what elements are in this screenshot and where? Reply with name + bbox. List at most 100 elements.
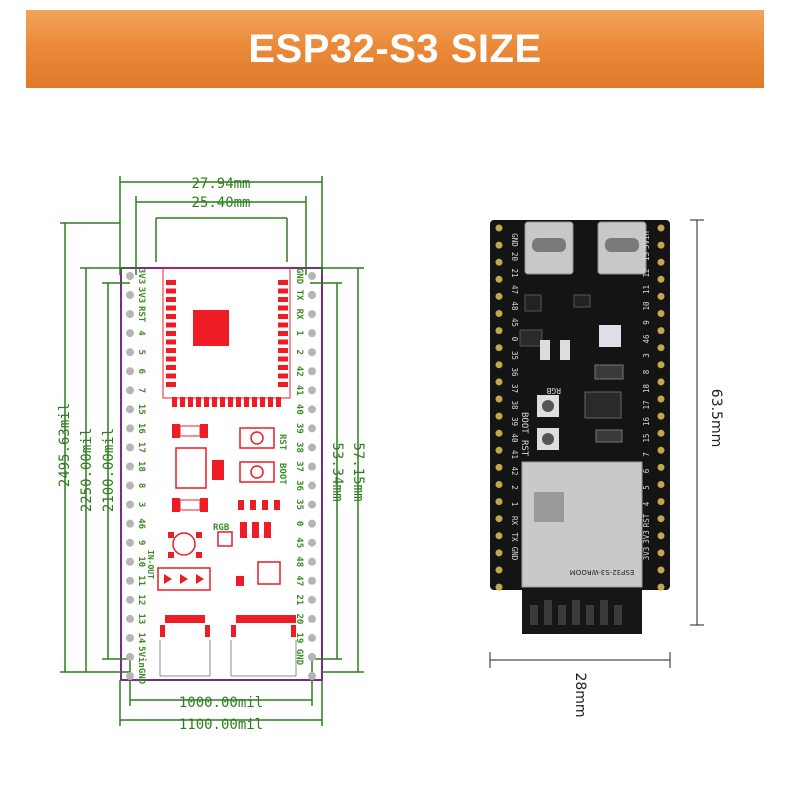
left-pin-label: 11 <box>136 575 146 586</box>
photo-pin-hole <box>657 361 665 369</box>
photo-silk-right-label: 3 <box>642 353 651 358</box>
right-pin-hole <box>308 595 316 604</box>
module-pads <box>166 280 288 407</box>
photo-silk-left-label: 35 <box>510 351 519 360</box>
module-ground-pad <box>193 310 229 346</box>
photo-pin-hole <box>657 395 665 403</box>
esp32-module <box>521 461 643 588</box>
left-pin-hole <box>126 443 134 452</box>
rgb-led <box>599 325 621 347</box>
photo-pin-hole <box>495 515 503 523</box>
photo-pin-hole <box>657 583 665 591</box>
photo-silk-left-label: 39 <box>510 417 519 426</box>
module-pad <box>278 288 288 294</box>
height-inner-mil-label: 2100.00mil <box>101 428 117 512</box>
height-outer-mil-label: 2495.63mil <box>57 403 73 487</box>
photo-pin-hole <box>495 310 503 317</box>
module-footprint <box>162 267 291 407</box>
module-pad <box>204 397 209 407</box>
photo-silk-left-label: 0 <box>510 337 519 342</box>
photo-pin-hole <box>495 412 503 420</box>
left-pin-hole <box>126 329 134 338</box>
left-pin-label: 3 <box>136 502 146 507</box>
left-pin-label: 17 <box>136 442 146 453</box>
photo-silk-right-label: 17 <box>642 400 651 409</box>
right-pin-hole <box>308 329 316 338</box>
module-pad <box>166 331 176 336</box>
right-pin-label: 36 <box>294 480 304 491</box>
right-pin-hole <box>308 443 316 452</box>
right-pin-hole <box>308 538 316 547</box>
right-pin-label: GND <box>294 649 304 666</box>
photo-pin-hole <box>495 378 503 386</box>
module-pad <box>166 322 176 328</box>
photo-silk-left-label: TX <box>510 532 519 542</box>
left-pin-hole <box>126 291 134 300</box>
right-pin-label: 21 <box>294 594 304 605</box>
top-width-dimensions <box>119 176 323 275</box>
left-pin-label: 4 <box>136 330 146 336</box>
right-pin-label: 42 <box>294 366 304 377</box>
left-pin-label: 9 <box>136 540 146 545</box>
photo-pin-hole <box>495 429 503 437</box>
photo-silk-left-label: 2 <box>510 485 519 490</box>
module-pad <box>228 397 233 407</box>
module-pad <box>278 314 288 319</box>
module-pad <box>166 365 176 370</box>
module-pad <box>278 348 288 353</box>
photo-dimensions <box>489 219 704 668</box>
left-pin-hole <box>126 538 134 547</box>
photo-silk-right-label: 10 <box>642 301 651 311</box>
right-pin-label: 1 <box>294 330 304 335</box>
right-pin-hole <box>308 348 316 357</box>
photo-silk-right-label: 9 <box>642 320 651 325</box>
module-pad <box>166 348 176 353</box>
right-pin-hole <box>308 405 316 414</box>
photo-silk-right-label: 11 <box>642 285 651 294</box>
module-pad <box>172 397 177 407</box>
photo-pin-hole <box>657 327 665 335</box>
photo-silk-left-label: 48 <box>510 301 519 311</box>
photo-silk-left-label: 21 <box>510 268 519 277</box>
photo-silk-right-label: 4 <box>642 501 651 506</box>
right-pin-hole <box>308 653 316 661</box>
photo-pin-holes <box>495 224 665 591</box>
photo-pin-hole <box>657 532 665 540</box>
right-pin-label: RX <box>294 309 304 320</box>
right-pin-label: 48 <box>294 556 304 567</box>
right-pin-hole <box>308 614 316 623</box>
module-pad <box>166 373 176 379</box>
photo-silk-right-label: 16 <box>642 417 651 427</box>
right-pin-hole <box>308 557 316 566</box>
right-pin-label: 0 <box>294 521 304 526</box>
right-pin-label: 20 <box>294 613 304 624</box>
board-photo: GND20214748450353637383940414221RXTXGND … <box>489 219 724 718</box>
right-pin-hole <box>308 500 316 509</box>
photo-silk-right-label: 12 <box>642 268 651 277</box>
module-pad <box>166 305 176 311</box>
height-mm-2-label: 57.15mm <box>350 442 366 501</box>
photo-pin-hole <box>657 481 665 488</box>
photo-silk-left-label: 38 <box>510 400 519 410</box>
module-pad <box>278 339 288 345</box>
photo-silk-right-label: 3V3 <box>642 547 651 561</box>
photo-pin-hole <box>657 310 665 317</box>
photo-silk-left-label: GND <box>510 547 519 561</box>
photo-pin-hole <box>657 498 665 506</box>
photo-silk-right-label: 5 <box>642 485 651 490</box>
module-pad <box>180 397 185 407</box>
photo-pin-hole <box>495 549 503 557</box>
right-pin-label: 47 <box>294 575 304 586</box>
in-out-label: IN-OUT <box>146 550 155 579</box>
left-pin-label: 3V3 <box>136 268 146 284</box>
right-pin-label: 38 <box>294 442 304 453</box>
title-banner: ESP32-S3 SIZE <box>26 10 764 88</box>
module-pad <box>188 397 193 407</box>
photo-pin-hole <box>495 241 503 249</box>
module-text: ESP32-S3-WROOM <box>570 568 635 576</box>
right-pin-label: TX <box>294 290 304 301</box>
photo-silk-left-label: 45 <box>510 318 519 327</box>
left-pin-hole <box>126 424 134 433</box>
right-pin-label: 19 <box>294 633 304 644</box>
photo-pin-hole <box>495 395 503 403</box>
